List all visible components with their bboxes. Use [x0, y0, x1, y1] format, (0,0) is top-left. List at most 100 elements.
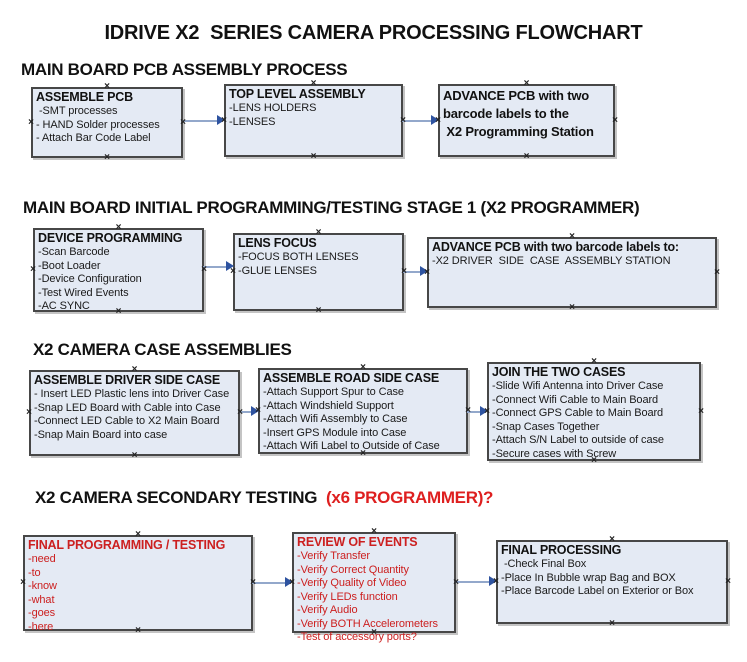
box-final-programming-testing[interactable]: FINAL PROGRAMMING / TESTING -need -to -k… [23, 535, 253, 633]
box-item: -Connect GPS Cable to Main Board [492, 407, 664, 419]
box-item: -Device Configuration [38, 273, 142, 285]
connection-point-icon [131, 452, 139, 460]
connection-point-icon [131, 366, 139, 374]
connection-point-icon [254, 407, 262, 415]
connection-point-icon [134, 531, 142, 539]
connector-arrow[interactable] [182, 115, 225, 126]
box-lens-focus[interactable]: LENS FOCUS -FOCUS BOTH LENSES -GLUE LENS… [233, 233, 404, 311]
connection-point-icon [590, 457, 598, 465]
box-title: ASSEMBLE PCB [36, 90, 133, 104]
box-item: -Attach S/N Label to outside of case [492, 434, 664, 446]
connection-point-icon [399, 117, 407, 125]
connector-line [239, 411, 253, 413]
connection-point-icon [310, 153, 318, 161]
box-item: -Check Final Box [501, 558, 587, 570]
connection-point-icon [310, 80, 318, 88]
box-text-line: ADVANCE PCB with two [443, 88, 589, 103]
box-item: -Verify LEDs function [297, 590, 398, 603]
box-advance-pcb-driver-station[interactable]: ADVANCE PCB with two barcode labels to: … [427, 237, 717, 308]
box-item: -need [28, 553, 56, 565]
box-item: -Connect Wifi Cable to Main Board [492, 393, 659, 406]
box-advance-pcb-programming-station[interactable]: ADVANCE PCB with two barcode labels to t… [438, 84, 615, 157]
connector-line [203, 266, 228, 268]
connection-point-icon [179, 119, 187, 127]
box-title: TOP LEVEL ASSEMBLY [229, 87, 366, 101]
box-text-line: X2 Programming Station [443, 124, 594, 139]
connection-point-icon [359, 450, 367, 458]
connection-point-icon [434, 117, 442, 125]
box-item: - Insert LED Plastic lens into Driver Ca… [34, 388, 230, 400]
box-item: -SMT processes [36, 105, 118, 117]
box-item: -Snap LED Board with Cable into Case [34, 401, 221, 414]
box-item: -Verify Correct Quantity [297, 563, 409, 576]
box-item: -Connect LED Cable to X2 Main Board [34, 415, 220, 427]
connection-point-icon [27, 119, 35, 127]
connection-point-icon [134, 627, 142, 635]
section-header-text: X2 CAMERA SECONDARY TESTING [35, 488, 318, 507]
connection-point-icon [464, 407, 472, 415]
connection-point-icon [115, 308, 123, 316]
box-assemble-road-side-case[interactable]: ASSEMBLE ROAD SIDE CASE -Attach Support … [258, 368, 468, 454]
section-header-pcb-assembly: MAIN BOARD PCB ASSEMBLY PROCESS [21, 60, 348, 79]
connection-point-icon [19, 579, 27, 587]
box-title: ADVANCE PCB with two barcode labels to: [432, 240, 679, 254]
connection-point-icon [590, 358, 598, 366]
connection-point-icon [423, 269, 431, 277]
box-top-level-assembly[interactable]: TOP LEVEL ASSEMBLY -LENS HOLDERS -LENSES [224, 84, 403, 157]
connection-point-icon [492, 578, 500, 586]
connection-point-icon [608, 620, 616, 628]
box-item: -Attach Windshield Support [263, 399, 394, 412]
connection-point-icon [724, 578, 732, 586]
connection-point-icon [103, 83, 111, 91]
connection-point-icon [608, 536, 616, 544]
box-title: FINAL PROGRAMMING / TESTING [28, 538, 226, 552]
box-item: -Verify BOTH Accelerometers [297, 617, 438, 630]
connector-line [252, 582, 287, 584]
connector-line [402, 120, 433, 122]
connection-point-icon [249, 579, 257, 587]
connector-arrow[interactable] [455, 576, 497, 587]
connector-line [403, 271, 422, 273]
connection-point-icon [359, 364, 367, 372]
connection-point-icon [568, 304, 576, 312]
section-header-case-assemblies: X2 CAMERA CASE ASSEMBLIES [33, 340, 292, 359]
box-item: -know [28, 580, 57, 592]
box-assemble-pcb[interactable]: ASSEMBLE PCB -SMT processes - HAND Solde… [31, 87, 183, 158]
box-assemble-driver-side-case[interactable]: ASSEMBLE DRIVER SIDE CASE - Insert LED P… [29, 370, 240, 456]
connector-line [182, 120, 219, 122]
connection-point-icon [236, 409, 244, 417]
box-title: REVIEW OF EVENTS [297, 535, 418, 549]
box-item: -here [28, 620, 54, 633]
box-item: -Place Barcode Label on Exterior or Box [501, 585, 694, 597]
connection-point-icon [200, 266, 208, 274]
box-item: -Verify Quality of Video [297, 577, 407, 589]
connection-point-icon [315, 307, 323, 315]
box-title: LENS FOCUS [238, 236, 317, 250]
connector-arrow[interactable] [252, 577, 293, 588]
box-item: -to [28, 566, 41, 579]
connection-point-icon [229, 268, 237, 276]
box-review-of-events[interactable]: REVIEW OF EVENTS -Verify Transfer -Verif… [292, 532, 456, 643]
connection-point-icon [370, 629, 378, 637]
box-item: -Attach Wifi Assembly to Case [263, 413, 408, 425]
box-join-the-two-cases[interactable]: JOIN THE TWO CASES -Slide Wifi Antenna i… [487, 362, 701, 461]
connection-point-icon [568, 233, 576, 241]
box-item: -Secure cases with Screw [492, 447, 617, 460]
box-item: -X2 DRIVER SIDE CASE ASSEMBLY STATION [432, 255, 671, 267]
connection-point-icon [288, 579, 296, 587]
box-text-line: barcode labels to the [443, 106, 569, 121]
box-title: ASSEMBLE DRIVER SIDE CASE [34, 373, 221, 387]
box-final-processing[interactable]: FINAL PROCESSING -Check Final Box -Place… [496, 540, 728, 624]
connection-point-icon [220, 117, 228, 125]
box-device-programming[interactable]: DEVICE PROGRAMMING -Scan Barcode -Boot L… [33, 228, 204, 312]
section-header-secondary-testing: X2 CAMERA SECONDARY TESTING (x6 PROGRAMM… [35, 488, 493, 508]
connection-point-icon [29, 266, 37, 274]
connection-point-icon [452, 579, 460, 587]
connection-point-icon [523, 153, 531, 161]
box-item: -Insert GPS Module into Case [263, 426, 407, 439]
connection-point-icon [400, 268, 408, 276]
box-item: -Slide Wifi Antenna into Driver Case [492, 380, 664, 392]
box-item: -goes [28, 607, 56, 619]
box-item: -Attach Wifi Label to Outside of Case [263, 440, 440, 452]
